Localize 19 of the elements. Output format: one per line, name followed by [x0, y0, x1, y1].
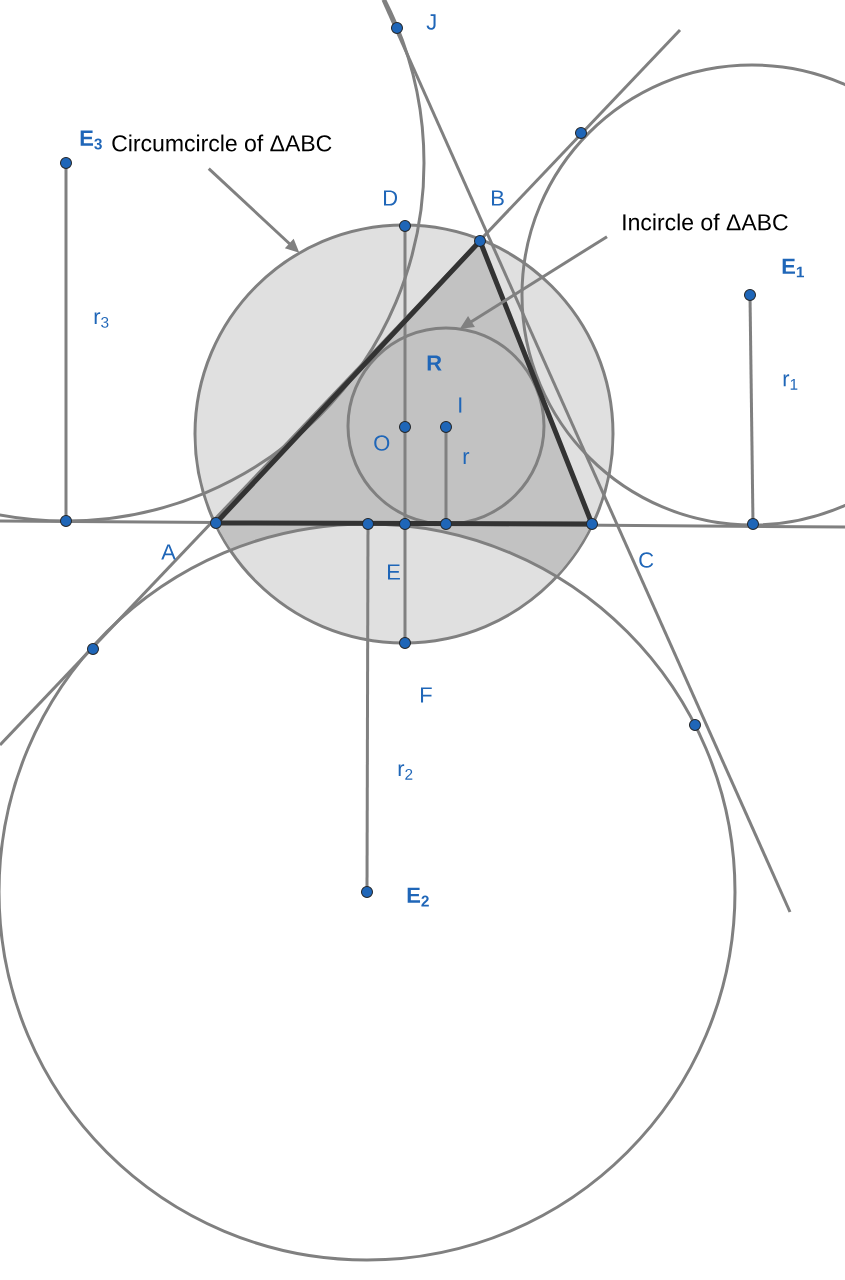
- point-label: J: [426, 14, 436, 30]
- point-label: r: [463, 452, 470, 464]
- point-label: r$_{2}$: [398, 764, 413, 780]
- point-label: E: [388, 564, 400, 580]
- point-label: B: [492, 190, 504, 206]
- point-label: O: [374, 435, 390, 451]
- callout-text: Incircle of ΔABC: [623, 213, 788, 231]
- point-label: r$_{3}$: [94, 312, 109, 328]
- point-label: F: [421, 687, 432, 703]
- point-label: D: [384, 190, 398, 206]
- point-label: I: [459, 397, 462, 413]
- point-label: r$_{1}$: [783, 374, 798, 390]
- callout-text: Circumcircle of ΔABC: [112, 134, 332, 152]
- point-label: C: [639, 552, 654, 568]
- point-label: E$_{2}$: [407, 887, 429, 907]
- point-label: E$_{3}$: [80, 130, 102, 150]
- point-label: R: [427, 355, 442, 371]
- point-label: E$_{1}$: [782, 258, 804, 278]
- point-label: A: [161, 544, 176, 560]
